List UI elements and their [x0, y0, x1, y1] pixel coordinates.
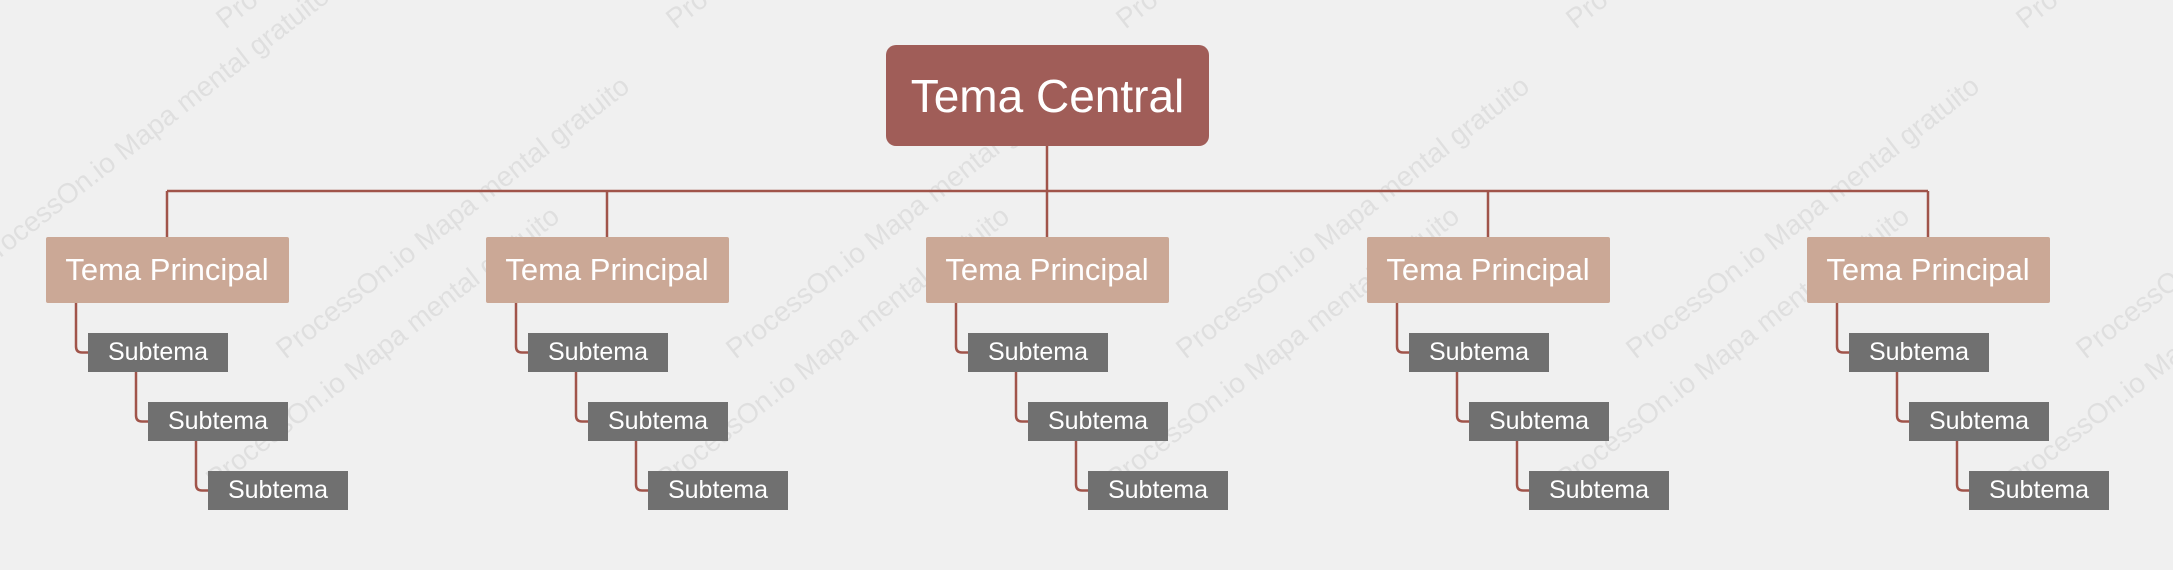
subtopic-connector-1-1	[74, 303, 88, 354]
subtopic-connector-1-3	[194, 441, 208, 492]
subtopic-connector-2-2	[574, 372, 588, 423]
subtopic-5-2[interactable]: Subtema	[1909, 402, 2049, 441]
main-topic-5[interactable]: Tema Principal	[1806, 237, 2050, 303]
subtopic-1-1[interactable]: Subtema	[88, 333, 228, 372]
subtopic-connector-1-2	[134, 372, 148, 423]
central-topic[interactable]: Tema Central	[886, 45, 1209, 146]
subtopic-4-2[interactable]: Subtema	[1469, 402, 1609, 441]
subtopic-2-1[interactable]: Subtema	[528, 333, 668, 372]
subtopic-2-2[interactable]: Subtema	[588, 402, 728, 441]
subtopic-connector-3-1	[954, 303, 968, 354]
subtopic-connector-4-2	[1455, 372, 1469, 423]
subtopic-connector-4-3	[1515, 441, 1529, 492]
subtopic-3-2[interactable]: Subtema	[1028, 402, 1168, 441]
subtopic-connector-5-1	[1835, 303, 1849, 354]
subtopic-connector-2-1	[514, 303, 528, 354]
subtopic-connector-3-3	[1074, 441, 1088, 492]
subtopic-connector-5-2	[1895, 372, 1909, 423]
subtopic-2-3[interactable]: Subtema	[648, 471, 788, 510]
subtopic-connector-4-1	[1395, 303, 1409, 354]
subtopic-5-3[interactable]: Subtema	[1969, 471, 2109, 510]
subtopic-3-1[interactable]: Subtema	[968, 333, 1108, 372]
subtopic-4-3[interactable]: Subtema	[1529, 471, 1669, 510]
main-topic-2[interactable]: Tema Principal	[485, 237, 729, 303]
subtopic-connector-3-2	[1014, 372, 1028, 423]
subtopic-5-1[interactable]: Subtema	[1849, 333, 1989, 372]
main-topic-3[interactable]: Tema Principal	[925, 237, 1169, 303]
subtopic-3-3[interactable]: Subtema	[1088, 471, 1228, 510]
subtopic-4-1[interactable]: Subtema	[1409, 333, 1549, 372]
subtopic-1-3[interactable]: Subtema	[208, 471, 348, 510]
main-topic-4[interactable]: Tema Principal	[1366, 237, 1610, 303]
subtopic-1-2[interactable]: Subtema	[148, 402, 288, 441]
subtopic-connector-2-3	[634, 441, 648, 492]
subtopic-connector-5-3	[1955, 441, 1969, 492]
main-topic-1[interactable]: Tema Principal	[45, 237, 289, 303]
